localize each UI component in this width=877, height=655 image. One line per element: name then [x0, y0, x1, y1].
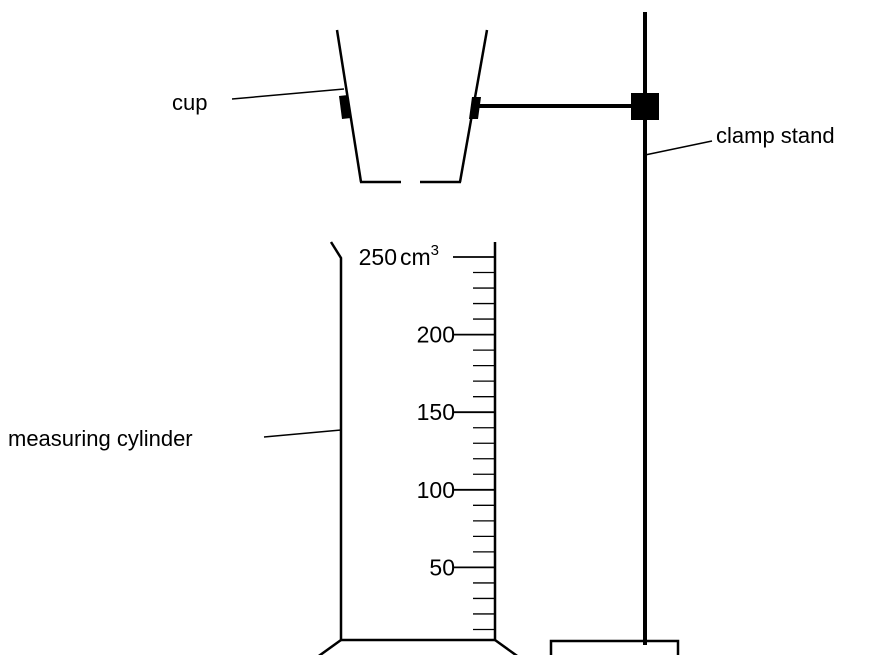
- stand-base: [549, 639, 680, 655]
- measuring-cylinder-leader-line: [263, 429, 342, 438]
- scale-tick-label: 250: [359, 244, 397, 270]
- scale-unit-text: cm: [400, 244, 431, 270]
- clamp-stand-leader-line: [644, 140, 713, 156]
- cylinder-right-wall: [493, 242, 518, 655]
- scale-tick-label: 200: [417, 322, 455, 348]
- cylinder-left-wall: [318, 241, 343, 655]
- cup: [335, 29, 489, 184]
- cup-right-tab: [469, 97, 481, 119]
- clamp-stand: [478, 12, 680, 655]
- measuring-cylinder-label: measuring cylinder: [8, 426, 193, 451]
- clamp-stand-label: clamp stand: [716, 123, 835, 148]
- clamp-boss: [631, 93, 659, 120]
- scale-tick-label: 100: [417, 477, 455, 503]
- cup-left-tab: [339, 95, 351, 119]
- scale-unit: cm3: [400, 242, 439, 270]
- scale-unit-power: 3: [431, 242, 439, 259]
- cup-leader-line: [231, 88, 345, 100]
- cup-label: cup: [172, 90, 207, 115]
- scale-tick-label: 150: [417, 399, 455, 425]
- volume-scale: [453, 256, 495, 631]
- measuring-cylinder: 250 200 150 100 50 cm3: [318, 241, 518, 655]
- scale-tick-label: 50: [429, 554, 455, 580]
- volume-scale-labels: 250 200 150 100 50: [359, 244, 455, 580]
